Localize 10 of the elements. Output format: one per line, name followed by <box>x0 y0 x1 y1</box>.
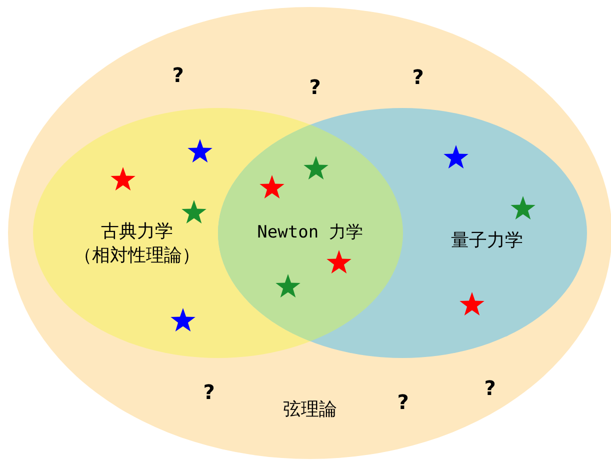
region-label: Newton 力学 <box>257 222 363 244</box>
region-label: 弦理論 <box>282 398 338 422</box>
question-mark: ? <box>484 376 496 400</box>
question-mark: ? <box>172 63 184 87</box>
question-mark: ? <box>397 390 409 414</box>
region-label: 量子力学 <box>450 229 524 253</box>
region-label: 古典力学（相対性理論） <box>73 220 201 268</box>
question-mark: ? <box>203 380 215 404</box>
question-mark: ? <box>309 75 321 99</box>
question-mark: ? <box>412 65 424 89</box>
